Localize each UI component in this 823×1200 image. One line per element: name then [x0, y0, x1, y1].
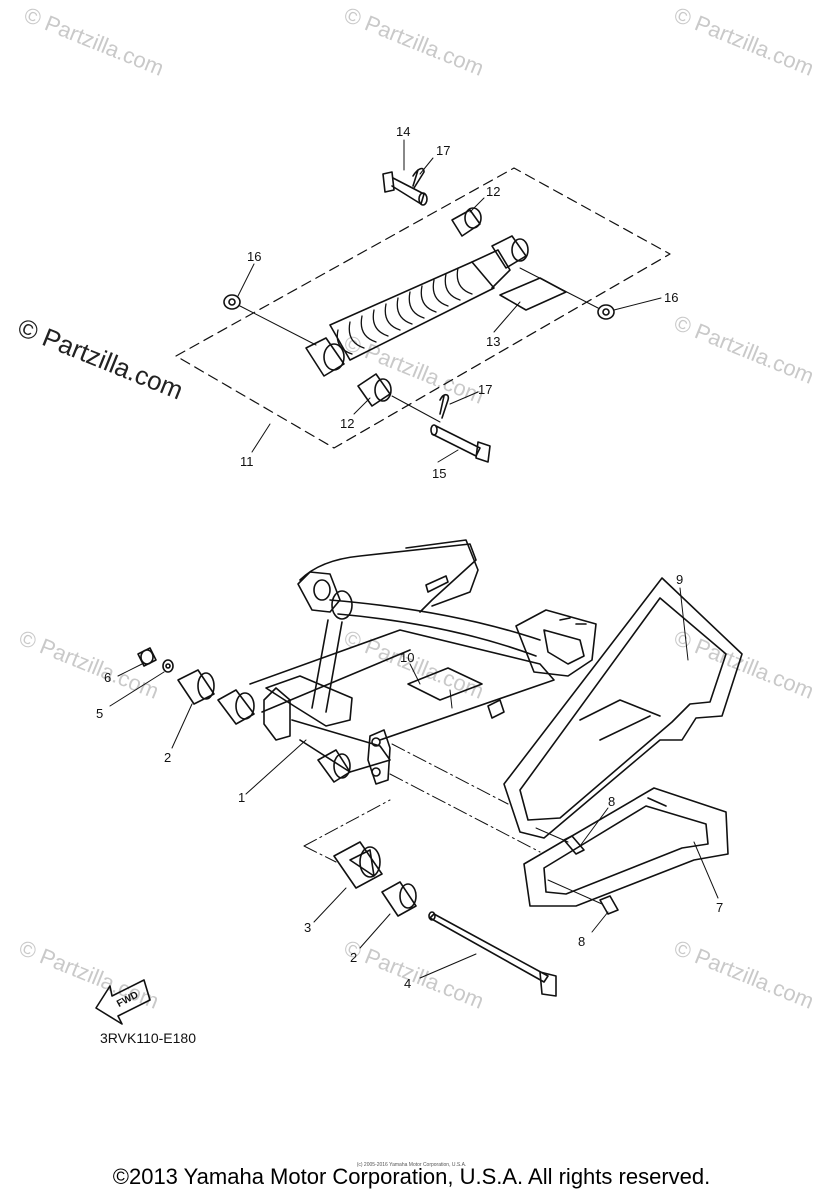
chain-guide-7	[523, 787, 729, 907]
washer-16b	[597, 304, 615, 320]
bushing-front	[317, 749, 351, 783]
callout-16: 16	[247, 249, 261, 264]
washer-16a	[223, 294, 241, 310]
bolt-8a	[535, 827, 585, 855]
callout-11: 11	[240, 454, 254, 469]
bushing-12a	[451, 207, 482, 237]
callout-12: 12	[340, 416, 354, 431]
callout-12: 12	[486, 184, 500, 199]
callout-17: 17	[436, 143, 450, 158]
bushing-pivot	[217, 689, 255, 725]
callout-16: 16	[664, 290, 678, 305]
callout-14: 14	[396, 124, 410, 139]
callout-4: 4	[404, 976, 411, 991]
bolt-8b	[547, 879, 619, 915]
callout-layer: 14 17 12 16 16 13 12 17 11 15 9 10 6 5 2…	[96, 124, 723, 1010]
cotter-pin-17a	[412, 167, 425, 189]
fwd-arrow-icon	[95, 979, 151, 1025]
bushing-2a	[177, 669, 215, 705]
chain-guard-9	[503, 577, 743, 839]
callout-3: 3	[304, 920, 311, 935]
assembly-boundary-11	[175, 167, 671, 449]
copyright-notice: ©2013 Yamaha Motor Corporation, U.S.A. A…	[112, 1164, 711, 1189]
nut-6	[137, 647, 157, 667]
callout-13: 13	[486, 334, 500, 349]
drawing-code: 3RVK110-E180	[100, 1030, 196, 1046]
callout-15: 15	[432, 466, 446, 481]
bushing-12b	[357, 373, 392, 407]
collar-3	[333, 841, 383, 889]
label-13	[499, 277, 567, 311]
callout-17: 17	[478, 382, 492, 397]
washer-5	[162, 659, 174, 673]
callout-10: 10	[400, 650, 414, 665]
cotter-pin-17b	[439, 393, 450, 419]
callout-1: 1	[238, 790, 245, 805]
swingarm-1	[249, 539, 597, 785]
callout-7: 7	[716, 900, 723, 915]
shock-absorber	[305, 235, 529, 377]
callout-8: 8	[578, 934, 585, 949]
callout-9: 9	[676, 572, 683, 587]
callout-6: 6	[104, 670, 111, 685]
callout-8: 8	[608, 794, 615, 809]
bolt-15	[430, 424, 491, 463]
pivot-shaft-4	[428, 911, 557, 997]
callout-5: 5	[96, 706, 103, 721]
fine-print: (c) 2005-2016 Yamaha Motor Corporation, …	[356, 1162, 467, 1168]
bushing-2b	[381, 881, 417, 917]
callout-2: 2	[164, 750, 171, 765]
bolt-14	[382, 171, 428, 206]
label-10	[407, 667, 483, 701]
callout-2: 2	[350, 950, 357, 965]
